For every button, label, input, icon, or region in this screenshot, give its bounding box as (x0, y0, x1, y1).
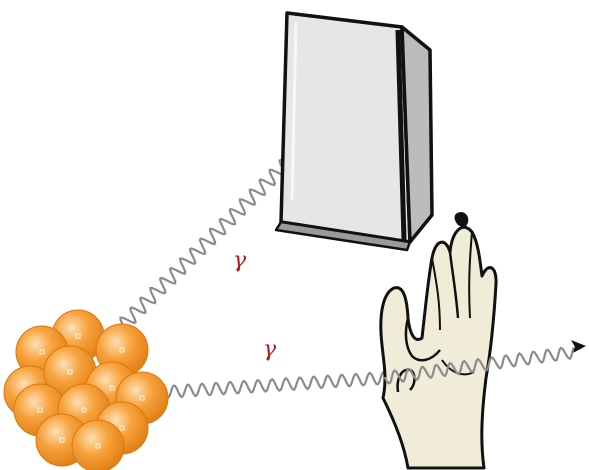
gamma-label-lower: γ (263, 339, 276, 361)
gamma-label-upper: γ (233, 250, 246, 272)
